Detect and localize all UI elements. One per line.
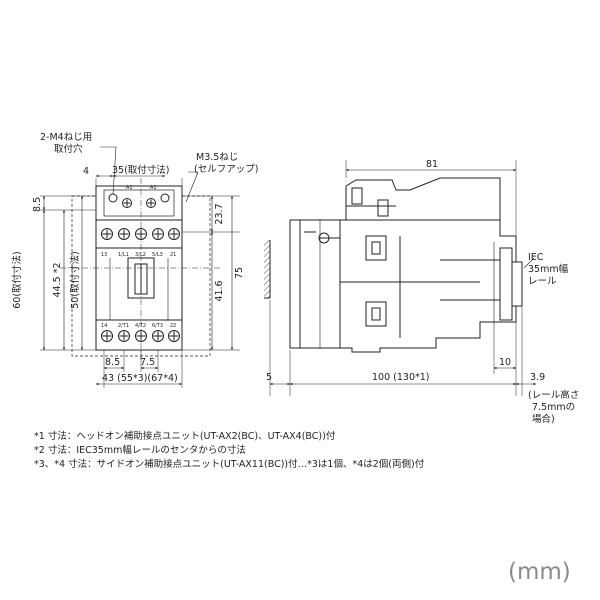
dim-mount-width: 35(取付寸法) [112, 164, 170, 176]
terminal-1-l1: 1/L1 [118, 252, 129, 258]
front-view [40, 146, 240, 388]
terminal-a1-right: A1 [150, 185, 157, 191]
footnote-3: *3、*4 寸法：サイドオン補助接点ユニット(UT-AX11(BC))付…*3は… [34, 459, 425, 470]
rail-note-line-1: (レール高さ [528, 389, 579, 401]
terminal-14: 14 [101, 323, 107, 329]
screw-label-line-1: M3.5ねじ [196, 152, 238, 163]
terminal-21: 21 [170, 252, 176, 258]
screw-label-line-2: (セルフアップ) [194, 164, 258, 175]
side-view [264, 160, 537, 396]
dim-10: 10 [499, 357, 511, 368]
dim-81: 81 [426, 159, 438, 170]
terminal-5-l3: 5/L3 [152, 252, 163, 258]
dim-60: 60(取付寸法) [11, 251, 23, 309]
dim-top-left: 4 [83, 166, 89, 177]
dim-3-9: 3.9 [530, 372, 545, 383]
footnote-2: *2 寸法：IEC35mm幅レールのセンタからの寸法 [34, 445, 246, 456]
terminal-2-t1: 2/T1 [118, 323, 129, 329]
terminal-a1-left: A1 [126, 185, 133, 191]
terminal-13: 13 [101, 252, 107, 258]
dim-44-5: 44.5 *2 [52, 263, 63, 298]
dim-bottom-7-5: 7.5 [140, 357, 155, 368]
dim-23-7: 23.7 [214, 203, 225, 224]
side-view-labels: 81 IEC 35mm幅 レール 5 100 (130*1) 10 3.9 (レ… [266, 159, 579, 425]
footnote-1: *1 寸法：ヘッドオン補助接点ユニット(UT-AX2(BC)、UT-AX4(BC… [34, 431, 336, 442]
holes-label-line-1: 2-M4ねじ用 [40, 132, 92, 143]
dim-bottom-8-5: 8.5 [105, 357, 120, 368]
holes-label-line-2: 取付穴 [54, 143, 83, 155]
rail-label-line-3: レール [528, 276, 557, 287]
terminal-3-l2: 3/L2 [135, 252, 146, 258]
dim-8-5: 8.5 [32, 197, 43, 212]
terminal-6-t3: 6/T3 [152, 323, 163, 329]
terminal-22: 22 [170, 323, 176, 329]
front-view-labels: 2-M4ねじ用 取付穴 M3.5ねじ (セルフアップ) 4 35(取付寸法) 8… [11, 132, 258, 384]
unit-label: (mm) [508, 559, 571, 585]
dim-50: 50(取付寸法) [69, 251, 81, 309]
dim-75: 75 [234, 267, 245, 279]
rail-label-line-2: 35mm幅 [528, 263, 569, 275]
dim-depth: 100 (130*1) [372, 372, 430, 383]
rail-label-line-1: IEC [528, 252, 544, 263]
rail-note-line-3: 場合) [532, 413, 555, 425]
dim-5: 5 [266, 372, 272, 383]
rail-note-line-2: 7.5mmの [532, 402, 575, 413]
dim-41-6: 41.6 [214, 280, 225, 301]
terminal-4-t2: 4/T2 [135, 323, 146, 329]
dim-overall-width: 43 (55*3)(67*4) [102, 373, 178, 384]
mounting-hole-right [160, 193, 170, 203]
